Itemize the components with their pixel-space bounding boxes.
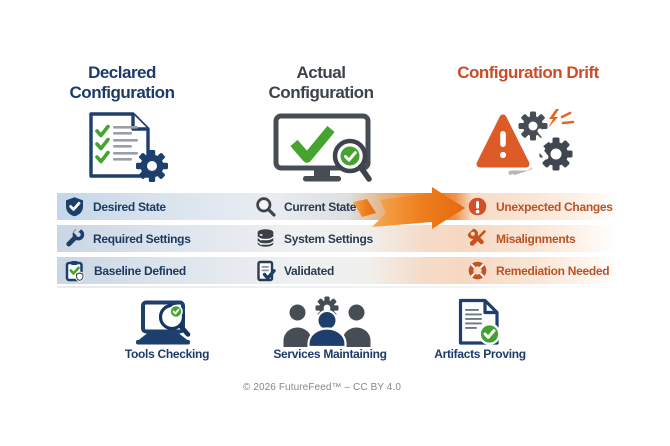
row-label: Current State — [284, 199, 357, 214]
row-required-settings: Required Settings System Settings — [57, 225, 618, 252]
cell-current-state: Current State — [255, 193, 356, 220]
cell-misalignments: Misalignments — [467, 225, 576, 252]
clipboard-check-shield-icon — [65, 260, 85, 282]
row-label: Validated — [284, 263, 334, 278]
wrench-icon — [66, 228, 85, 247]
row-label: Baseline Defined — [94, 263, 186, 278]
monitor-check-magnifier-icon — [273, 113, 372, 182]
document-approved-icon — [458, 298, 501, 346]
cell-validated: Validated — [255, 257, 334, 284]
copyright-text: © 2026 FutureFeed™ – CC BY 4.0 — [242, 382, 402, 393]
cell-system-settings: System Settings — [255, 225, 373, 252]
lightning-icon — [548, 109, 559, 128]
row-label: Unexpected Changes — [496, 199, 613, 214]
shield-check-icon — [66, 197, 83, 217]
row-desired-state: Desired State Current State Unexpected C… — [57, 193, 618, 220]
person-silhouette — [342, 304, 371, 347]
services-maintaining-label: Services Maintaining — [273, 347, 387, 361]
row-label: Remediation Needed — [496, 263, 610, 278]
title-line: Configuration — [69, 82, 175, 102]
configuration-drift-title: Configuration Drift — [428, 63, 628, 83]
row-baseline-defined: Baseline Defined Validated Remediation N… — [57, 257, 618, 284]
laptop-magnifier-icon — [136, 300, 191, 345]
row-label: Required Settings — [93, 231, 191, 246]
cell-desired-state: Desired State — [64, 193, 166, 220]
person-silhouette — [283, 304, 312, 347]
row-label: Misalignments — [496, 231, 576, 246]
team-gear-icon — [283, 296, 371, 349]
title-line: Declared — [88, 63, 156, 82]
cell-unexpected-changes: Unexpected Changes — [467, 193, 613, 220]
tools-checking-label: Tools Checking — [124, 347, 210, 361]
title-line: Actual — [296, 63, 346, 82]
drift-arrow-icon — [353, 187, 465, 229]
row-label: System Settings — [284, 231, 373, 246]
magnifier-icon — [256, 197, 276, 217]
rows-shadow — [57, 286, 618, 288]
mini-shield-icon — [75, 270, 85, 282]
row-label: Desired State — [93, 199, 166, 214]
cell-remediation-needed: Remediation Needed — [467, 257, 610, 284]
cell-baseline-defined: Baseline Defined — [64, 257, 186, 284]
artifacts-proving-label: Artifacts Proving — [434, 347, 526, 361]
title-line: Configuration Drift — [457, 63, 599, 82]
life-ring-icon — [468, 261, 487, 280]
exclamation-circle-icon — [468, 197, 487, 216]
title-line: Configuration — [268, 82, 374, 102]
gear-icon — [136, 150, 168, 182]
person-silhouette — [307, 309, 347, 349]
gear-icon — [539, 137, 573, 171]
database-icon — [257, 229, 274, 247]
document-checklist-gear-icon — [89, 112, 168, 182]
warning-broken-gears-icon — [473, 109, 575, 175]
declared-configuration-title: Declared Configuration — [42, 63, 202, 102]
cell-required-settings: Required Settings — [64, 225, 191, 252]
crossed-tools-icon — [467, 228, 486, 246]
actual-configuration-title: Actual Configuration — [241, 63, 401, 102]
document-check-icon — [257, 260, 276, 281]
